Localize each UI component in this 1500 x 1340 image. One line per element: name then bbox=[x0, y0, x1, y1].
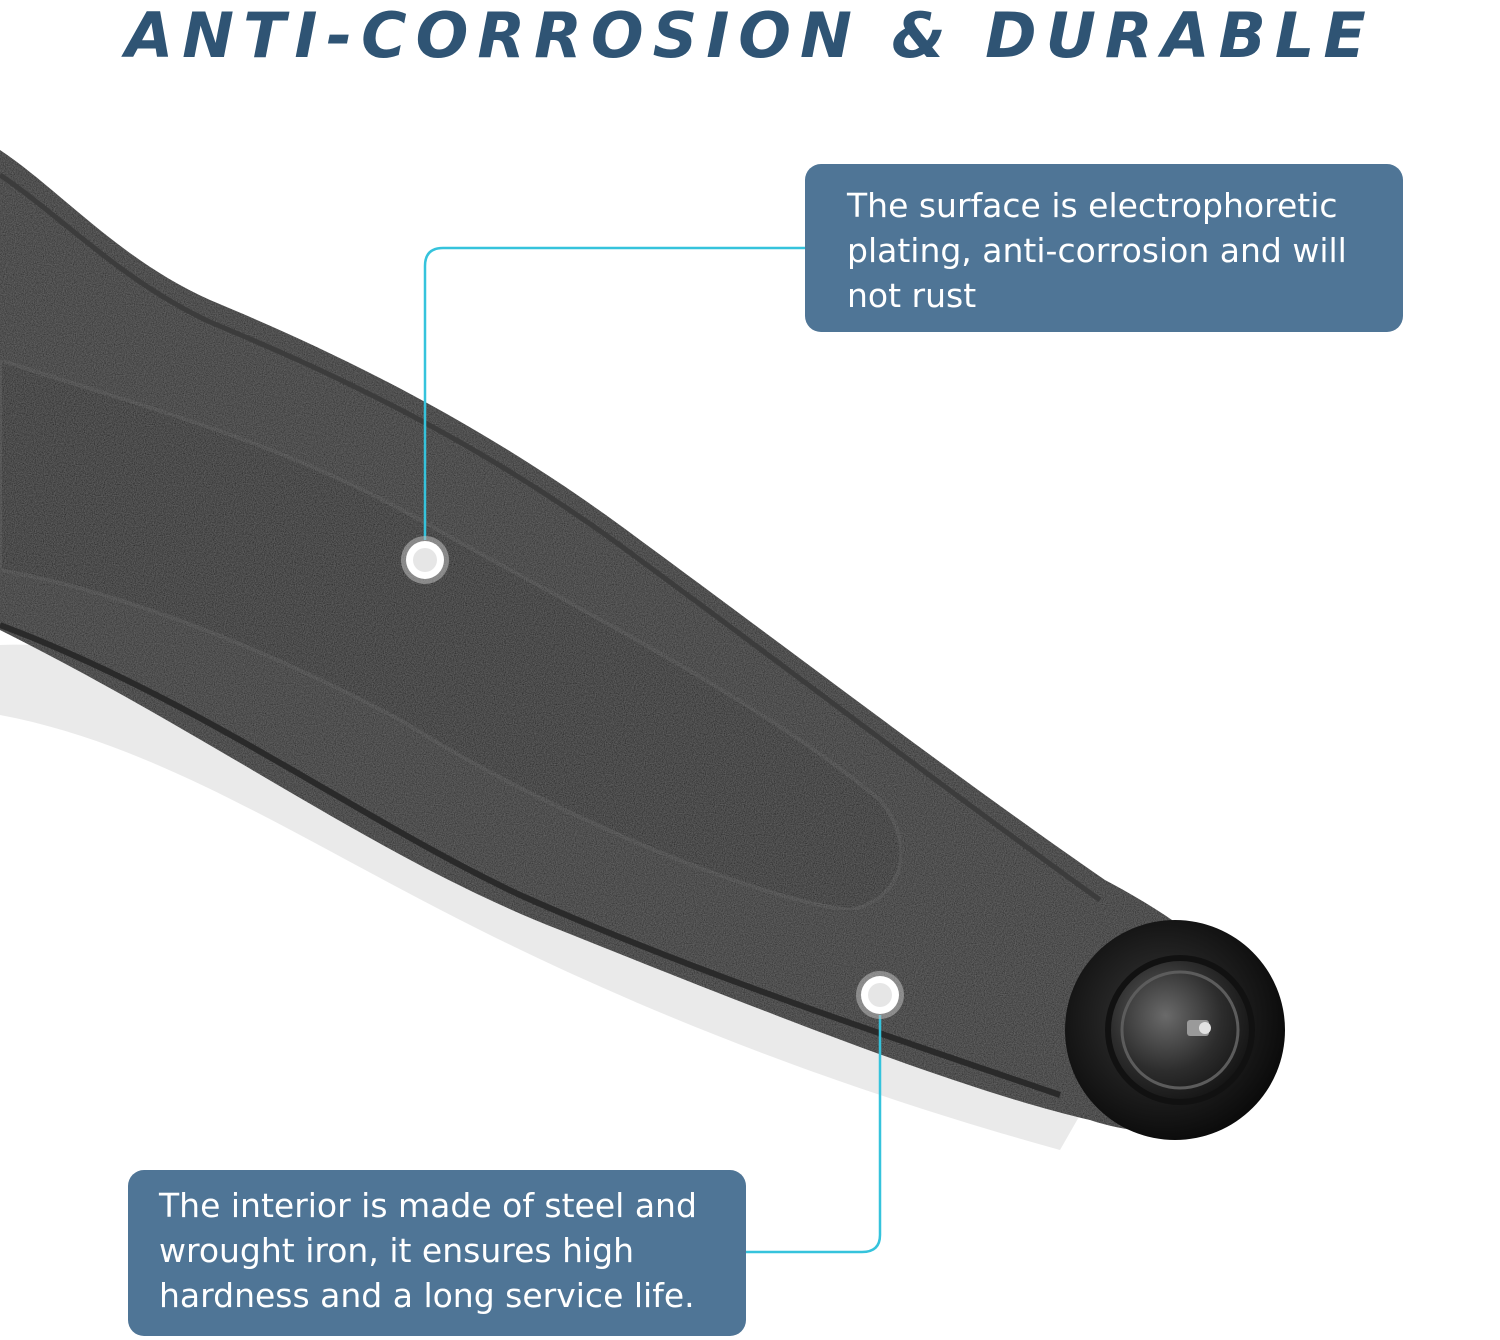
ball-joint-stud-tip bbox=[1199, 1022, 1211, 1034]
arm-lower-rim bbox=[0, 622, 1061, 1098]
callout-surface: The surface is electrophoretic plating, … bbox=[805, 164, 1403, 332]
marker-interior bbox=[856, 971, 904, 1019]
callout-interior: The interior is made of steel and wrough… bbox=[128, 1170, 746, 1336]
ball-joint-housing bbox=[1105, 955, 1255, 1105]
arm-channel bbox=[0, 357, 904, 913]
marker-surface bbox=[401, 536, 449, 584]
leader-line-interior bbox=[746, 1015, 882, 1254]
callout-interior-text: The interior is made of steel and wrough… bbox=[159, 1186, 697, 1315]
arm-top-rim bbox=[0, 172, 1102, 903]
callout-surface-text: The surface is electrophoretic plating, … bbox=[847, 186, 1347, 315]
ball-joint-ring bbox=[1120, 970, 1240, 1090]
leader-line-surface bbox=[423, 246, 805, 540]
headline: ANTI-CORROSION & DURABLE bbox=[125, 0, 1375, 72]
